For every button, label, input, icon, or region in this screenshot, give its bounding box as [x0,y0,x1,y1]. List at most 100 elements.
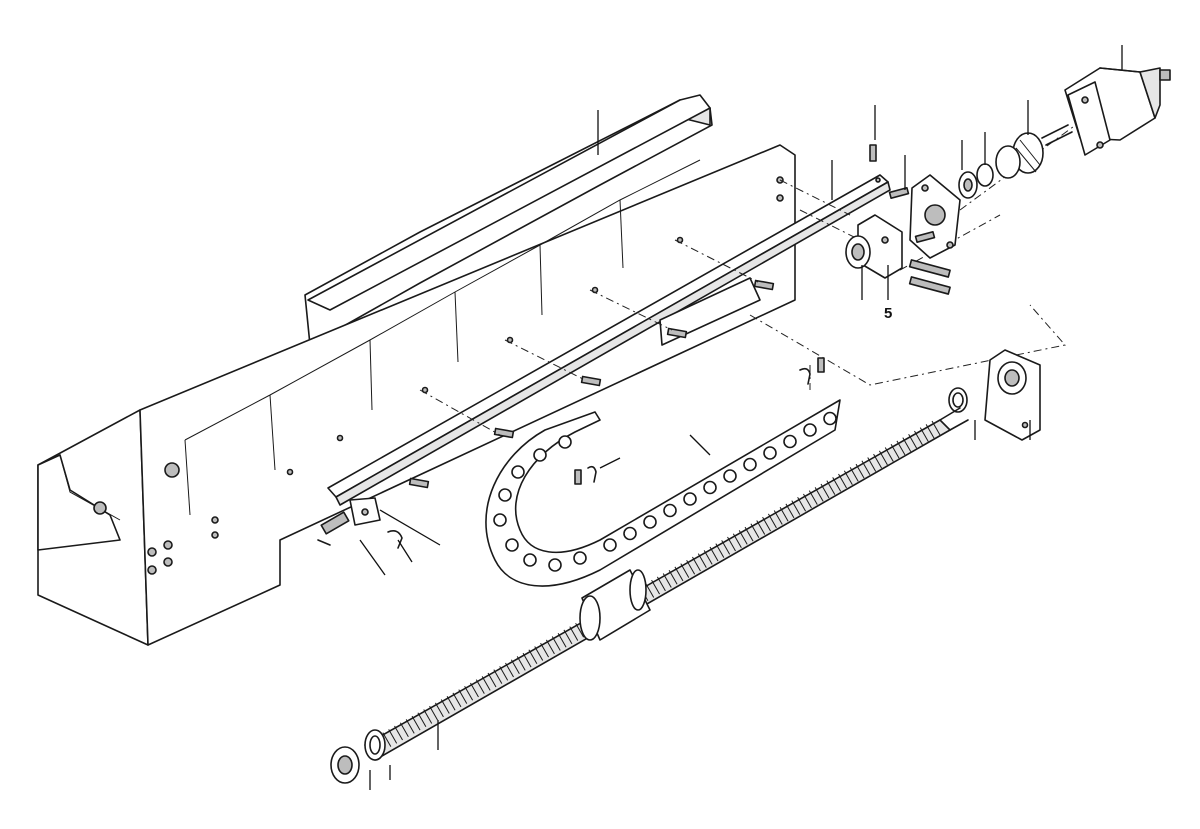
chain-link [743,457,757,472]
screw-thread [417,712,427,728]
screw-thread [861,460,871,476]
screw-thread [475,679,485,694]
screw-thread [838,473,847,489]
screw-thread [458,689,468,704]
screw-thread [797,497,807,512]
screw-thread [896,440,906,456]
screw-thread [692,556,701,572]
screw-thread [680,563,690,578]
motor-mount-block [909,174,961,259]
bearing-block [845,214,903,279]
screw-thread [738,530,748,545]
screw-thread [388,729,398,744]
screw-thread [423,709,433,724]
chain-fittings [574,367,811,485]
chain-link [623,526,637,541]
screw-thread [668,569,678,585]
bearing-washers [958,163,994,199]
screw-thread [727,536,736,552]
mount-bolts [888,186,951,295]
callout-5: 5 [884,305,892,322]
mounting-holes [286,236,684,476]
screw-thread [411,715,421,731]
screw-thread [826,480,836,495]
ball-nut [579,569,651,641]
screw-thread [744,526,754,542]
screw-thread [908,434,918,449]
chain-link [723,469,737,483]
cable-chain [485,399,841,587]
screw-thread [931,420,941,436]
screw-thread [399,722,409,737]
screw-thread [382,732,392,747]
screw-thread [394,725,403,741]
chain-link [663,503,677,518]
screw-thread [651,579,661,595]
screw-thread [914,430,923,446]
screw-thread [686,560,696,575]
screw-thread [429,705,439,721]
fastener-screws [408,144,877,489]
screw-end-bearing [330,729,386,784]
screw-thread [709,546,719,562]
screw-thread [843,470,853,485]
screw-thread [645,583,655,598]
chain-link [523,553,537,567]
chain-link [763,446,777,460]
screw-thread [779,506,789,522]
screw-thread [446,695,456,711]
stepper-motor [1041,67,1171,156]
chain-link [783,434,797,449]
screw-thread [674,566,684,582]
chain-link [511,465,525,479]
screw-thread [405,719,415,734]
chain-link [683,492,697,506]
screw-thread [522,652,532,668]
screw-thread [505,662,514,678]
screw-thread [440,699,450,714]
chain-link [558,435,572,449]
chain-link [573,551,587,565]
screw-thread [873,453,883,469]
screw-thread [902,437,912,452]
screw-thread [545,639,555,655]
slide-plate [659,277,761,346]
screw-thread [867,457,877,472]
screw-thread [878,450,888,466]
screw-thread [434,702,444,718]
leader-lines [359,45,1123,790]
screw-thread [551,636,561,651]
screw-thread [510,659,520,674]
chain-link [703,480,717,495]
screw-thread [493,669,503,684]
chain-link [803,423,817,437]
screw-thread [569,626,579,641]
screw-thread [732,533,742,548]
flexible-coupling [995,132,1044,179]
screw-thread [750,523,760,539]
screw-thread [919,427,929,442]
screw-thread [849,467,859,482]
screw-thread [803,493,812,509]
screw-thread [481,676,491,691]
screw-thread [785,503,795,519]
chain-link [603,538,617,552]
screw-thread [820,483,830,499]
screw-thread [499,666,509,681]
chain-link [548,558,562,572]
machine-base [37,94,796,646]
screw-thread [662,573,672,588]
end-washer [948,387,968,413]
chain-link [505,538,519,552]
end-support-block [984,349,1041,441]
screw-thread [534,646,544,661]
screw-thread [884,447,894,462]
screw-thread [487,672,497,688]
screw-thread [703,550,713,565]
screw-thread [762,516,772,532]
screw-thread [791,500,801,515]
screw-thread [855,463,865,479]
screw-thread [890,443,900,459]
screw-thread [563,629,573,645]
